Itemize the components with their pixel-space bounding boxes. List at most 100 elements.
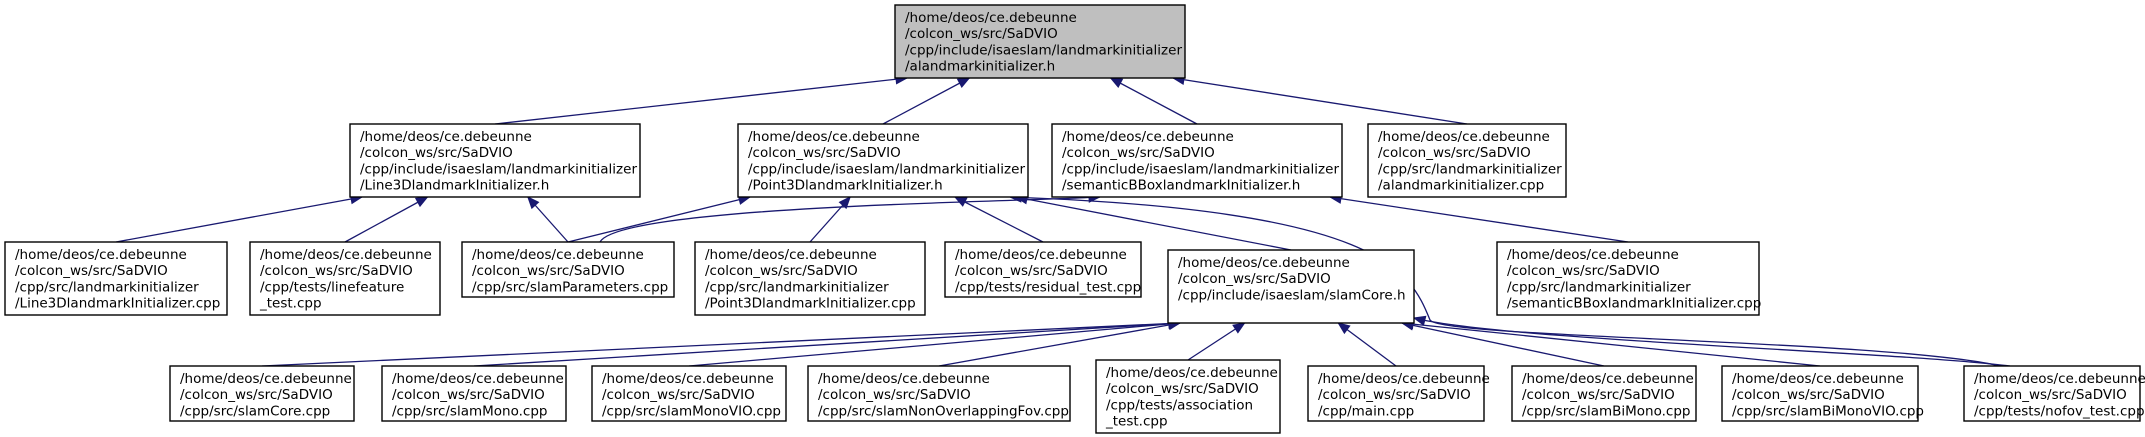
edge-line: [1401, 322, 1605, 367]
node-path-line: /cpp/src/slamNonOverlappingFov.cpp: [818, 403, 1069, 419]
node-box: [349, 123, 641, 198]
node-path-line: /home/deos/ce.debeunne: [1062, 129, 1234, 145]
file-node[interactable]: /home/deos/ce.debeunne/colcon_ws/src/SaD…: [1095, 359, 1281, 434]
edge-line: [599, 196, 1101, 243]
file-node[interactable]: /home/deos/ce.debeunne/colcon_ws/src/SaD…: [894, 4, 1186, 79]
node-path-line: /colcon_ws/src/SaDVIO: [818, 387, 971, 403]
node-path-line: /home/deos/ce.debeunne: [1522, 371, 1694, 387]
node-box: [1051, 123, 1343, 198]
node-path-line: /home/deos/ce.debeunne: [748, 129, 920, 145]
node-path-line: /colcon_ws/src/SaDVIO: [1318, 387, 1471, 403]
file-node[interactable]: /home/deos/ce.debeunne/colcon_ws/src/SaD…: [1496, 241, 1761, 316]
node-path-line: /colcon_ws/src/SaDVIO: [1507, 263, 1660, 279]
file-node[interactable]: /home/deos/ce.debeunne/colcon_ws/src/SaD…: [1307, 365, 1490, 422]
dependency-edge: [494, 74, 909, 125]
file-node[interactable]: /home/deos/ce.debeunne/colcon_ws/src/SaD…: [1367, 123, 1567, 198]
node-path-line: /semanticBBoxlandmarkInitializer.h: [1062, 178, 1300, 194]
node-box: [1167, 249, 1415, 324]
edge-arrowhead: [526, 196, 540, 210]
node-path-line: /cpp/src/slamParameters.cpp: [472, 279, 668, 295]
file-node[interactable]: /home/deos/ce.debeunne/colcon_ws/src/SaD…: [944, 241, 1142, 298]
node-path-line: /home/deos/ce.debeunne: [15, 247, 187, 263]
node-path-line: /home/deos/ce.debeunne: [1378, 129, 1550, 145]
node-box: [1721, 365, 1919, 422]
dependency-edge: [1337, 322, 1397, 367]
node-path-line: /colcon_ws/src/SaDVIO: [1522, 387, 1675, 403]
node-path-line: /home/deos/ce.debeunne: [602, 371, 774, 387]
node-path-line: /cpp/tests/residual_test.cpp: [955, 279, 1141, 295]
node-path-line: /cpp/tests/association: [1106, 397, 1253, 413]
node-path-line: /home/deos/ce.debeunne: [1507, 247, 1679, 263]
file-node[interactable]: /home/deos/ce.debeunne/colcon_ws/src/SaD…: [461, 241, 675, 298]
edge-arrowhead: [838, 196, 852, 210]
node-path-line: /cpp/src/slamBiMonoVIO.cpp: [1732, 403, 1924, 419]
dependency-edge: [1412, 315, 2011, 367]
dependency-edge: [473, 318, 1182, 367]
root-node-box: [894, 4, 1186, 79]
dependency-edge: [344, 196, 429, 243]
edge-arrowhead: [1109, 77, 1124, 89]
edge-line: [494, 77, 908, 125]
node-box: [1307, 365, 1485, 422]
dependency-edge: [938, 319, 1182, 367]
file-node[interactable]: /home/deos/ce.debeunne/colcon_ws/src/SaD…: [1721, 365, 1924, 422]
edges-layer: [115, 74, 2011, 367]
file-node[interactable]: /home/deos/ce.debeunne/colcon_ws/src/SaD…: [169, 365, 355, 422]
node-path-line: /home/deos/ce.debeunne: [1106, 365, 1278, 381]
node-path-line: _test.cpp: [1105, 414, 1168, 430]
node-path-line: /cpp/src/landmarkinitializer: [705, 279, 889, 295]
edge-line: [567, 196, 751, 243]
node-box: [1496, 241, 1760, 316]
node-path-line: /cpp/main.cpp: [1318, 403, 1414, 419]
edge-arrowhead: [414, 196, 429, 208]
node-box: [1095, 359, 1281, 434]
file-node[interactable]: /home/deos/ce.debeunne/colcon_ws/src/SaD…: [1963, 365, 2145, 422]
file-node[interactable]: /home/deos/ce.debeunne/colcon_ws/src/SaD…: [737, 123, 1029, 198]
node-path-line: /cpp/include/isaeslam/landmarkinitialize…: [360, 161, 637, 177]
dependency-edge: [1171, 74, 1468, 125]
node-box: [1963, 365, 2141, 422]
node-path-line: /colcon_ws/src/SaDVIO: [1178, 271, 1331, 287]
node-path-line: /home/deos/ce.debeunne: [360, 129, 532, 145]
edge-line: [688, 322, 1181, 367]
dependency-edge: [953, 196, 1044, 243]
file-node[interactable]: /home/deos/ce.debeunne/colcon_ws/src/SaD…: [694, 241, 926, 316]
file-node[interactable]: /home/deos/ce.debeunne/colcon_ws/src/SaD…: [349, 123, 641, 198]
node-path-line: _test.cpp: [259, 296, 322, 312]
file-node[interactable]: /home/deos/ce.debeunne/colcon_ws/src/SaD…: [381, 365, 567, 422]
dependency-edge: [526, 196, 569, 243]
node-path-line: /cpp/tests/linefeature: [260, 279, 404, 295]
node-path-line: /Line3DlandmarkInitializer.h: [360, 178, 549, 194]
node-box: [694, 241, 926, 316]
edge-line: [344, 196, 428, 243]
node-box: [1511, 365, 1697, 422]
file-node[interactable]: /home/deos/ce.debeunne/colcon_ws/src/SaD…: [591, 365, 787, 422]
edge-line: [938, 322, 1181, 367]
node-path-line: /colcon_ws/src/SaDVIO: [1732, 387, 1885, 403]
file-node[interactable]: /home/deos/ce.debeunne/colcon_ws/src/SaD…: [1167, 249, 1415, 324]
node-path-line: /Point3DlandmarkInitializer.h: [748, 178, 943, 194]
node-path-line: /home/deos/ce.debeunne: [180, 371, 352, 387]
node-path-line: /colcon_ws/src/SaDVIO: [360, 145, 513, 161]
node-path-line: /home/deos/ce.debeunne: [905, 10, 1077, 26]
edge-line: [954, 196, 1044, 243]
edge-arrowhead: [1412, 315, 1427, 326]
node-box: [4, 241, 228, 316]
node-path-line: /home/deos/ce.debeunne: [1974, 371, 2145, 387]
edge-line: [1015, 196, 1292, 251]
edge-line: [882, 77, 970, 125]
file-node[interactable]: /home/deos/ce.debeunne/colcon_ws/src/SaD…: [249, 241, 441, 316]
node-box: [169, 365, 355, 422]
node-path-line: /cpp/src/slamMonoVIO.cpp: [602, 403, 781, 419]
node-path-line: /home/deos/ce.debeunne: [1318, 371, 1490, 387]
edge-arrowhead: [1337, 322, 1351, 335]
file-node[interactable]: /home/deos/ce.debeunne/colcon_ws/src/SaD…: [1511, 365, 1697, 422]
node-path-line: /cpp/src/slamCore.cpp: [180, 403, 330, 419]
file-node[interactable]: /home/deos/ce.debeunne/colcon_ws/src/SaD…: [1051, 123, 1343, 198]
edge-line: [1337, 322, 1397, 367]
node-path-line: /home/deos/ce.debeunne: [260, 247, 432, 263]
file-node[interactable]: /home/deos/ce.debeunne/colcon_ws/src/SaD…: [807, 365, 1071, 422]
file-node[interactable]: /home/deos/ce.debeunne/colcon_ws/src/SaD…: [4, 241, 228, 316]
node-path-line: /cpp/src/slamBiMono.cpp: [1522, 403, 1690, 419]
edge-line: [473, 322, 1181, 367]
